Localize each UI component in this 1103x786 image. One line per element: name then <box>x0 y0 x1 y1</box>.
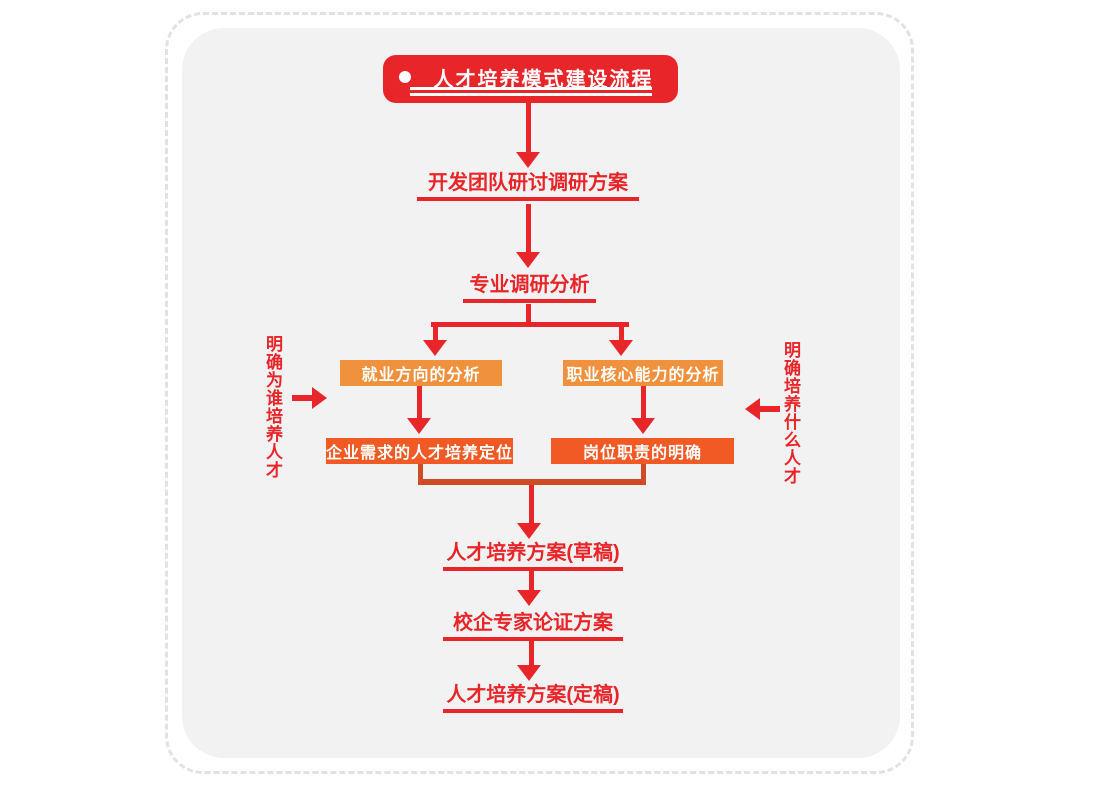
connector-right-note <box>760 406 780 412</box>
flow-title-badge: 人才培养模式建设流程 <box>383 55 678 103</box>
step-draft-plan: 人才培养方案(草稿) <box>443 540 623 571</box>
connector-branch-left <box>433 327 438 340</box>
connector-left-note <box>292 395 312 401</box>
arrow-left-icon <box>745 398 760 420</box>
connector-merge-to-draft <box>529 485 534 523</box>
branch-talent-positioning-box: 企业需求的人才培养定位 <box>326 438 513 464</box>
arrow-down-icon <box>516 252 540 268</box>
badge-underline-2 <box>410 93 652 96</box>
branch-employment-analysis-box: 就业方向的分析 <box>340 360 502 386</box>
arrow-down-icon <box>609 340 633 356</box>
diagram-panel <box>182 28 900 758</box>
connector-title-to-research <box>526 102 531 152</box>
connector-merge-right-stub <box>641 464 646 479</box>
arrow-right-icon <box>312 387 327 409</box>
arrow-down-icon <box>407 418 431 434</box>
connector-branch-right <box>619 327 624 340</box>
step-research-plan: 开发团队研讨调研方案 <box>417 170 639 201</box>
step-major-research: 专业调研分析 <box>463 272 596 303</box>
arrow-down-icon <box>517 665 541 681</box>
connector-branch-bar <box>431 322 629 327</box>
arrow-down-icon <box>631 418 655 434</box>
dashed-border-frame <box>165 12 914 774</box>
step-expert-review: 校企专家论证方案 <box>443 610 623 641</box>
arrow-down-icon <box>423 340 447 356</box>
step-final-plan: 人才培养方案(定稿) <box>443 682 623 713</box>
arrow-down-icon <box>516 152 540 168</box>
connector-review-to-final <box>529 641 534 665</box>
connector-branch-stem <box>526 304 531 324</box>
branch-job-duty-box: 岗位职责的明确 <box>551 438 734 464</box>
arrow-down-icon <box>517 590 541 606</box>
connector-merge-bar <box>418 479 646 485</box>
side-note-right: 明确培养什么人才 <box>781 341 800 485</box>
bullet-icon <box>399 71 411 83</box>
branch-core-ability-analysis-box: 职业核心能力的分析 <box>563 360 723 386</box>
connector-employment-to-positioning <box>417 386 422 418</box>
connector-merge-left-stub <box>418 464 423 479</box>
connector-ability-to-duty <box>641 386 646 418</box>
connector-research-to-analysis <box>526 204 531 252</box>
badge-underline-1 <box>410 87 652 90</box>
arrow-down-icon <box>517 523 541 539</box>
connector-draft-to-review <box>529 571 534 590</box>
side-note-left: 明确为谁培养人才 <box>263 335 282 479</box>
flow-title-label: 人才培养模式建设流程 <box>433 69 654 91</box>
